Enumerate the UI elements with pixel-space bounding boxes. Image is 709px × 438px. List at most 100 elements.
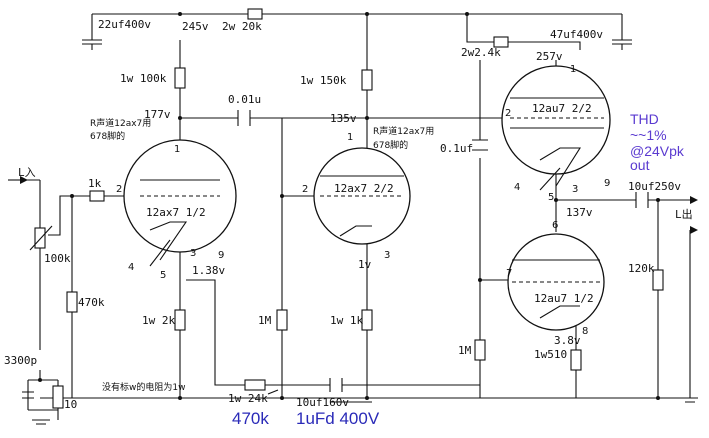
pin-t3-h3: 9: [604, 178, 610, 189]
label-v-top-right: 257v: [536, 50, 563, 63]
pin-t3-cath: 3: [572, 184, 578, 195]
coupling-capacitor-1: [237, 110, 251, 126]
label-r-plate1: 1w 100k: [120, 72, 167, 85]
label-input: L入: [18, 166, 36, 179]
resistor-output: [652, 269, 664, 291]
resistor-470k-left: [66, 291, 78, 313]
label-c-fb: 10uf160v: [296, 396, 349, 409]
capacitor-3300p: [22, 391, 34, 399]
label-r-grid4: 1M: [458, 344, 472, 357]
pin-t3-plate: 1: [570, 64, 576, 75]
label-note-unmarked: 没有标w的电阻为1w: [102, 381, 185, 393]
label-r-drop-right: 2w2.4k: [461, 46, 501, 59]
label-note-tube2-b: 678脚的: [373, 139, 408, 151]
coupling-capacitor-2: [472, 139, 488, 151]
pin-t3-h2: 5: [548, 192, 554, 203]
label-r-cathode4: 1w510: [534, 348, 567, 361]
label-c-3300p: 3300p: [4, 354, 37, 367]
resistor-drop-right: [493, 36, 509, 48]
output-arrow-icon: [690, 196, 698, 234]
pin-t1-cath: 3: [190, 248, 196, 259]
ground-symbol-icon: [682, 397, 698, 403]
tube-12ax7-stage2: [313, 147, 411, 245]
label-tube2: 12ax7 2/2: [334, 182, 394, 195]
resistor-grid4: [474, 339, 486, 361]
pin-t2-grid: 2: [302, 184, 308, 195]
pin-t1-grid: 2: [116, 184, 122, 195]
pin-t3-grid: 2: [505, 108, 511, 119]
label-v-cathode1: 1.38v: [192, 264, 225, 277]
label-v-supply-stage1: 245v: [182, 20, 209, 33]
pin-t3-h1: 4: [514, 182, 520, 193]
label-pot: 100k: [44, 252, 71, 265]
pin-t1-plate: 1: [174, 144, 180, 155]
label-v-plate1: 177v: [144, 108, 171, 121]
resistor-plate1: [174, 67, 186, 89]
label-fix-r: 470k: [232, 409, 269, 428]
input-arrow-icon: [8, 176, 28, 184]
supply-capacitor-right: [612, 39, 632, 50]
pot-arrow: [29, 225, 53, 251]
pin-t4-grid: 7: [506, 268, 512, 279]
label-tube3: 12au7 2/2: [532, 102, 592, 115]
label-tube4: 12au7 1/2: [534, 292, 594, 305]
label-r-10: 10: [64, 398, 77, 411]
resistor-10ohm: [52, 385, 64, 409]
output-capacitor: [635, 192, 649, 208]
resistor-plate2: [361, 69, 373, 91]
resistor-feedback: [244, 379, 266, 391]
label-r-out: 120k: [628, 262, 655, 275]
label-v-mid: 137v: [566, 206, 593, 219]
resistor-supply-drop: [247, 8, 263, 20]
label-r-grid: 1k: [88, 177, 102, 190]
label-c-couple1: 0.01u: [228, 93, 261, 106]
label-r-grid2: 1M: [258, 314, 272, 327]
resistor-cathode4: [570, 349, 582, 371]
junction-dots: [38, 12, 660, 400]
label-r-cathode1: 1w 2k: [142, 314, 175, 327]
tube-12au7-lower: [507, 233, 605, 331]
label-r-cathode2: 1w 1k: [330, 314, 363, 327]
label-v-plate2: 135v: [330, 112, 357, 125]
label-v-cathode2: 1v: [358, 258, 372, 271]
tube-12ax7-stage1: [123, 139, 237, 267]
label-note-tube2: R声道12ax7用: [373, 125, 434, 137]
label-note-tube1-b: 678脚的: [90, 130, 125, 142]
label-v-cathode4: 3.8v: [554, 334, 581, 347]
label-thd-2: ~~1%: [630, 127, 667, 143]
label-r-fb: 1w 24k: [228, 392, 268, 405]
pin-t4-cath: 8: [582, 326, 588, 337]
label-c-supply-filter: 22uf400v: [98, 18, 151, 31]
resistor-cathode1: [174, 309, 186, 331]
resistor-grid1: [89, 190, 105, 202]
supply-capacitor-left: [82, 39, 102, 50]
resistor-cathode2: [361, 309, 373, 331]
label-output: L出: [675, 207, 693, 221]
label-c-supply-right: 47uf400v: [550, 28, 603, 41]
label-fix-c: 1uFd 400V: [296, 409, 380, 428]
label-r-470k-left: 470k: [78, 296, 105, 309]
tube-12au7-upper: [501, 65, 611, 191]
label-thd-3: @24Vpk: [630, 143, 685, 159]
potentiometer: [34, 227, 46, 249]
label-c-couple2: 0.1uf: [440, 142, 473, 155]
pin-t2-cath: 3: [384, 250, 390, 261]
label-r-plate2: 1w 150k: [300, 74, 347, 87]
strike-24k: [267, 389, 279, 395]
label-tube1: 12ax7 1/2: [146, 206, 206, 219]
pin-t1-h2: 5: [160, 270, 166, 281]
label-r-supply-drop: 2w 20k: [222, 20, 262, 33]
pin-t2-plate: 1: [347, 132, 353, 143]
resistor-grid2: [276, 309, 288, 331]
wires: [20, 13, 691, 420]
label-thd-4: out: [630, 157, 650, 173]
pin-t1-h3: 9: [218, 250, 224, 261]
pin-t1-h1: 4: [128, 262, 134, 273]
label-c-output: 10uf250v: [628, 180, 681, 193]
feedback-capacitor: [329, 378, 343, 392]
label-thd-1: THD: [630, 111, 659, 127]
ground-symbol-left-icon: [32, 419, 50, 425]
pin-t4-plate: 6: [552, 220, 558, 231]
label-note-tube1: R声道12ax7用: [90, 117, 151, 129]
